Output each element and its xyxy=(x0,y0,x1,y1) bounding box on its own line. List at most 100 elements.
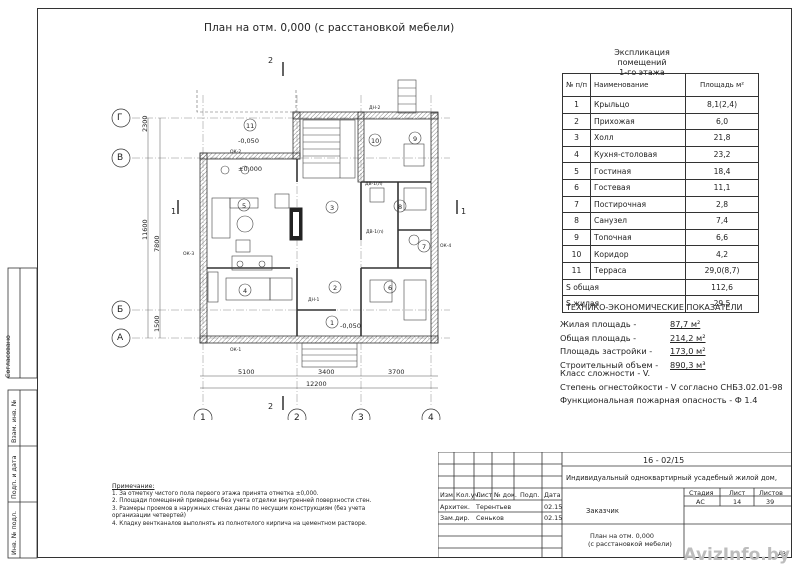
indicators-extra: Класс сложности - V. Степень огнестойкост… xyxy=(560,367,783,408)
floor-plan xyxy=(111,62,458,420)
stamp-name1: Терентьев xyxy=(476,503,512,511)
living-row: S жилая 29,5 xyxy=(561,295,760,313)
stamp-date1: 02.15 xyxy=(544,503,563,511)
side-strip xyxy=(7,267,38,559)
dim-3400: 3400 xyxy=(318,368,335,376)
total-label: S общая xyxy=(561,278,687,297)
axis-2: 2 xyxy=(294,413,300,423)
explication-area: 6,0 xyxy=(685,112,760,131)
dim-2300: 2300 xyxy=(141,115,149,132)
total-row: S общая 112,6 xyxy=(561,278,760,297)
stamp-h-izm: Изм. xyxy=(440,491,456,499)
living-value: 29,5 xyxy=(685,295,760,313)
door-dn2: ДН-2 xyxy=(369,106,381,111)
inv-zam-label: Взам. инв. № xyxy=(10,399,18,443)
stamp-role2: Зам.дир. xyxy=(440,514,470,522)
indicator-label: Жилая площадь - xyxy=(560,319,637,329)
stamp-list-h: Лист xyxy=(729,489,746,497)
explication-name: Коридор xyxy=(590,245,687,263)
col-name: Наименование xyxy=(590,73,687,97)
drawing-title: План на отм. 0,000 (с расстановкой мебел… xyxy=(204,22,455,34)
indicator-value: 214,2 м² xyxy=(670,332,706,343)
door-dn1: ДН-1 xyxy=(308,298,320,303)
room-10-num: 10 xyxy=(371,137,380,145)
room-7-num: 7 xyxy=(422,243,427,251)
explication-name: Гостиная xyxy=(590,162,687,180)
section-mark-right: 1 xyxy=(461,207,467,216)
axis-4: 4 xyxy=(428,413,434,423)
explication-num: 10 xyxy=(561,245,592,263)
explication-area: 11,1 xyxy=(685,178,760,197)
stamp-lists-h: Листов xyxy=(759,489,783,497)
explication-area: 4,2 xyxy=(685,245,760,263)
indicator-extra-line: Степень огнестойкости - V согласно СНБ3.… xyxy=(560,381,783,392)
indicator-label: Общая площадь - xyxy=(560,332,637,343)
explication-area: 29,0(8,7) xyxy=(685,261,760,280)
explication-area: 21,8 xyxy=(685,129,760,147)
explication-area: 8,1(2,4) xyxy=(685,96,760,114)
explication-num: 7 xyxy=(561,195,592,214)
stamp-h-ndok: № док. xyxy=(494,491,517,499)
indicators-title: ТЕХНИКО-ЭКОНОМИЧЕСКИЕ ПОКАЗАТЕЛИ xyxy=(566,303,743,312)
watermark: AvizInfo.by xyxy=(683,545,790,565)
stamp-role1: Архитек. xyxy=(440,503,470,511)
explication-num: 11 xyxy=(561,261,592,280)
axis-a: А xyxy=(117,333,124,343)
indicator-value: 173,0 м² xyxy=(670,346,706,357)
section-mark-left: 1 xyxy=(171,207,177,216)
notes-title: Примечание: xyxy=(112,483,155,490)
explication-num: 2 xyxy=(561,112,592,131)
stamp-customer: Заказчик xyxy=(586,507,619,515)
stamp-date2: 02.15 xyxy=(544,514,563,522)
dim-11600: 11600 xyxy=(141,219,149,240)
indicator-extra-line: Функциональная пожарная опасность - Ф 1.… xyxy=(560,395,758,406)
note-line: 2. Площади помещений приведены без учета… xyxy=(112,498,372,505)
room-5-num: 5 xyxy=(242,202,247,210)
stamp-stage: АС xyxy=(696,498,705,506)
inv-podl-label: Инв. № подл. xyxy=(10,510,18,555)
explication-num: 3 xyxy=(561,129,592,147)
stamp-grid xyxy=(438,452,792,558)
stamp-lists: 39 xyxy=(766,498,775,506)
indicator-row: Общая площадь - 214,2 м² xyxy=(560,332,790,346)
stamp-format: А3 xyxy=(778,551,786,558)
explication-header-row: № п/п Наименование Площадь м² xyxy=(561,73,760,97)
mark-zero: ±0,000 xyxy=(238,165,263,173)
room-1-num: 1 xyxy=(330,319,335,327)
dim-5100: 5100 xyxy=(238,368,255,376)
explication-title-line2: 1-го этажа xyxy=(619,68,665,77)
explication-area: 6,6 xyxy=(685,228,760,247)
dim-12200: 12200 xyxy=(306,380,327,388)
stamp-h-podp: Подп. xyxy=(520,491,540,499)
stamp-h-list: Лист xyxy=(476,491,493,499)
door-dv1-l: ДВ-1(л) xyxy=(365,182,383,187)
indicator-row: Жилая площадь -87,7 м² xyxy=(560,318,790,332)
indicator-extra-line: Класс сложности - V. xyxy=(560,368,651,378)
room-1-terrace-num: 11 xyxy=(246,122,255,130)
window-ok4: ОК-4 xyxy=(440,244,452,249)
stamp-sheet-title1: План на отм. 0,000 xyxy=(590,532,654,540)
explication-num: 9 xyxy=(561,228,592,247)
explication-name: Холл xyxy=(590,129,687,147)
stamp-h-kol: Кол.уч. xyxy=(456,491,481,499)
explication-area: 2,8 xyxy=(685,195,760,214)
explication-name: Крыльцо xyxy=(590,96,687,114)
dim-1500: 1500 xyxy=(153,315,161,332)
axis-g: Г xyxy=(117,113,123,123)
room-9-num: 9 xyxy=(413,135,418,143)
drawing-frame xyxy=(37,8,792,558)
room-4-num: 4 xyxy=(243,287,248,295)
explication-area: 7,4 xyxy=(685,212,760,230)
door-dv1-p: ДВ-1(п) xyxy=(366,230,384,235)
room-6-num: 6 xyxy=(388,284,393,292)
note-line: 1. За отметку чистого пола первого этажа… xyxy=(112,490,319,497)
explication-num: 5 xyxy=(561,162,592,180)
